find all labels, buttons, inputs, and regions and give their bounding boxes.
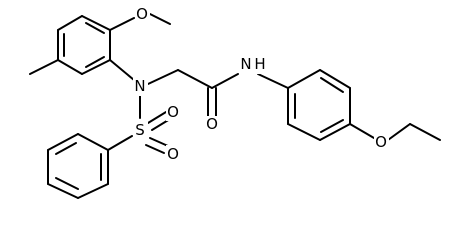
svg-text:O: O xyxy=(167,145,179,163)
ethoxy-oxygen: O xyxy=(374,133,389,151)
svg-text:O: O xyxy=(206,115,218,133)
svg-text:O: O xyxy=(136,5,148,23)
s-o-top-double-bond-a xyxy=(147,111,167,124)
ring-to-ethoxy-o-bond xyxy=(349,123,375,139)
svg-text:O: O xyxy=(375,133,387,151)
methoxy-methyl-phenyl-ring xyxy=(57,15,111,75)
sulfonamide-nitrogen: N xyxy=(133,77,148,96)
svg-text:S: S xyxy=(135,121,145,139)
carbonyl-to-amide-n-bond xyxy=(211,73,239,89)
methoxy-bond xyxy=(109,17,135,31)
atom-label-layer: O N S O O O N H xyxy=(133,5,389,163)
amide-hydrogen: H xyxy=(253,55,267,74)
sulfonyl-oxygen-top: O xyxy=(166,103,181,121)
ethoxy-ch2-to-ch3-bond xyxy=(409,123,441,141)
svg-text:N: N xyxy=(240,55,251,73)
sulfur-atom: S xyxy=(133,121,148,139)
chemical-structure: O N S O O O N H xyxy=(29,5,441,199)
carbonyl-oxygen: O xyxy=(205,115,220,134)
bond-layer xyxy=(29,13,441,199)
svg-text:O: O xyxy=(167,103,179,121)
phenyl-ring xyxy=(47,133,109,199)
svg-text:H: H xyxy=(254,55,265,73)
svg-text:N: N xyxy=(134,77,145,95)
sulfonyl-oxygen-right: O xyxy=(166,145,181,163)
ethoxy-o-to-ch2-bond xyxy=(387,123,411,141)
s-o-right-double-bond-b xyxy=(145,144,165,154)
s-o-right-double-bond-a xyxy=(149,137,169,147)
amide-n-to-ring-bond xyxy=(257,73,289,89)
s-to-phenyl-bond xyxy=(107,135,133,151)
n-to-ch2-bond xyxy=(147,69,179,85)
methoxy-methyl-bond xyxy=(149,13,171,25)
ch2-to-carbonyl-bond xyxy=(177,69,213,89)
ethoxyphenyl-ring xyxy=(287,69,351,141)
amide-nitrogen: N xyxy=(239,55,253,74)
methoxy-oxygen: O xyxy=(135,5,150,24)
ring-methyl-bond xyxy=(29,59,59,75)
ring-to-n-bond xyxy=(109,59,135,81)
